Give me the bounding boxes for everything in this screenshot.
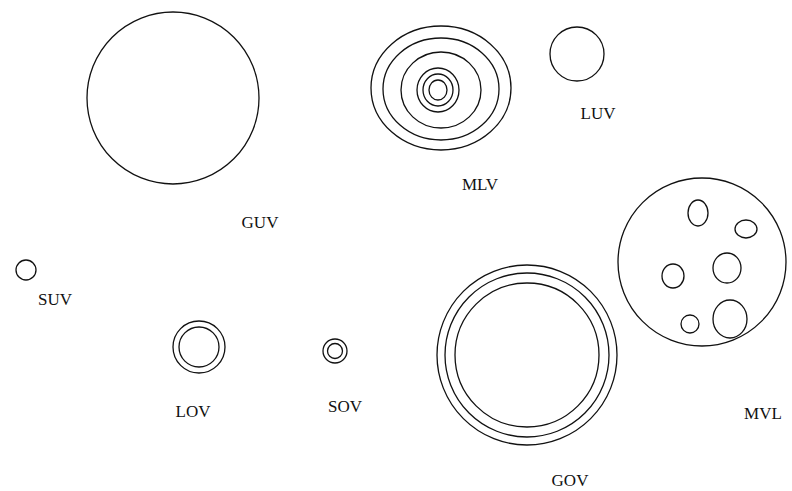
vesicle-label: MVL [744,405,782,422]
vesicle: LUV [550,27,604,81]
lamella-ring [423,74,453,106]
vesicle-outline [323,339,347,363]
vesicle-outline [437,265,617,445]
lamella-ring [417,68,459,112]
membrane [87,12,259,184]
lamella-ring [445,273,609,437]
vesicle-outline [173,321,225,373]
vesicle: MLV [371,26,511,150]
inner-vesicle [713,253,741,283]
lamella-ring [429,80,447,100]
membrane [16,260,36,280]
lamella-ring [401,52,481,128]
vesicle-label: MLV [462,176,498,193]
vesicle-outline [87,12,259,184]
membrane [371,26,511,150]
inner-vesicle [713,300,747,338]
vesicle-label: SOV [328,398,362,415]
lamella-ring [179,327,219,367]
vesicle-outline [371,26,511,150]
membrane [437,265,617,445]
membrane [173,321,225,373]
lamella-ring [328,344,343,359]
vesicle: GUV [87,12,259,184]
vesicle-outline [16,260,36,280]
vesicle: SUV [16,260,36,280]
inner-vesicle [681,315,699,333]
vesicle-label: GOV [552,472,589,489]
membrane [550,27,604,81]
vesicle: GOV [437,265,617,445]
lamella-ring [383,38,499,140]
vesicle-label: LOV [176,403,211,420]
vesicle: SOV [323,339,347,363]
vesicle: MVL [618,178,786,346]
inner-vesicle [688,200,708,226]
vesicle-outline [618,178,786,346]
lamella-ring [455,283,599,427]
vesicle-label: GUV [242,214,279,231]
vesicle-label: SUV [38,291,72,308]
vesicle: LOV [173,321,225,373]
vesicle-label: LUV [581,105,616,122]
inner-vesicle [735,220,757,238]
vesicle-outline [550,27,604,81]
membrane [323,339,347,363]
inner-vesicle [662,264,684,288]
membrane [618,178,786,346]
